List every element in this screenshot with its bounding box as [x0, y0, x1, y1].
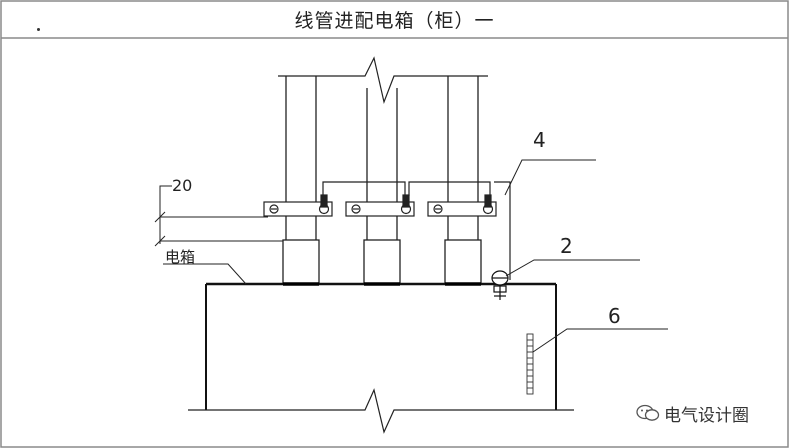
ground-bolt: [491, 270, 509, 300]
callout-6-label: 6: [608, 304, 621, 328]
terminal-strip: [526, 333, 534, 395]
corner-dot: [37, 28, 40, 31]
leader-2: [505, 259, 640, 277]
conduit-1: [282, 76, 320, 285]
top-break-line: [278, 56, 488, 105]
leader-6: [532, 328, 668, 353]
electric-box: [205, 282, 557, 410]
clamp-1: [263, 194, 333, 217]
bonding-wire: [322, 181, 406, 196]
watermark-text: 电气设计圈: [664, 406, 749, 426]
leader-box: [163, 263, 247, 285]
bonding-wire-3: [494, 181, 511, 280]
page-title: 线管进配电箱（柜）一: [294, 10, 495, 32]
box-label: 电箱: [165, 248, 196, 266]
bottom-break-line: [188, 388, 574, 434]
leader-4: [504, 159, 596, 196]
callout-4-label: 4: [533, 128, 546, 152]
clamp-2: [345, 194, 415, 217]
bonding-wire-2: [408, 181, 491, 196]
clamp-3: [427, 194, 497, 217]
callout-2-label: 2: [560, 234, 573, 258]
wechat-icon: [636, 404, 660, 421]
conduit-2: [363, 88, 401, 285]
dimension-label: 20: [172, 176, 193, 195]
dimension-20: [154, 185, 283, 247]
conduit-3: [444, 76, 482, 285]
